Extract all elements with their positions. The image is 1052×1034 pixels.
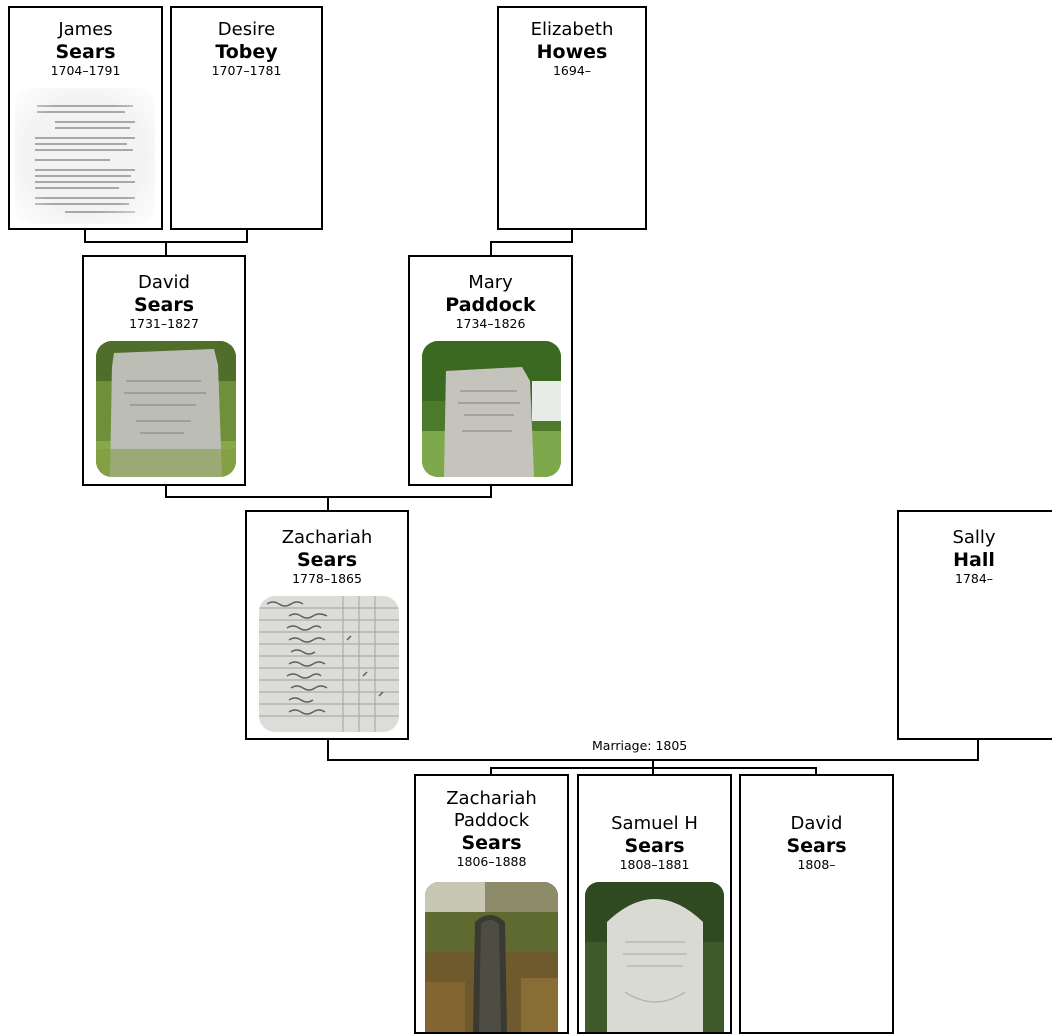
connector-line xyxy=(246,228,248,242)
gravestone-photo[interactable] xyxy=(585,882,724,1032)
life-dates: 1694– xyxy=(552,63,592,78)
connector-line xyxy=(490,241,492,257)
given-name: James xyxy=(58,19,113,40)
life-dates: 1808–1881 xyxy=(619,857,690,872)
connector-line xyxy=(327,496,329,511)
surname: Hall xyxy=(953,549,995,571)
surname: Sears xyxy=(133,294,195,316)
person-card-desire-tobey[interactable]: Desire Tobey 1707–1781 xyxy=(170,6,323,230)
connector-line xyxy=(490,484,492,497)
connector-line xyxy=(490,767,492,775)
given-name-line2: Paddock xyxy=(453,810,530,831)
person-card-zachariah-sears[interactable]: Zachariah Sears 1778–1865 xyxy=(245,510,409,740)
person-card-james-sears[interactable]: James Sears 1704–1791 xyxy=(8,6,163,230)
given-name: Zachariah xyxy=(281,527,373,548)
life-dates: 1704–1791 xyxy=(50,63,121,78)
surname: Sears xyxy=(296,549,358,571)
life-dates: 1808– xyxy=(797,857,836,872)
marriage-label: Marriage: 1805 xyxy=(590,738,690,753)
life-dates: 1806–1888 xyxy=(456,854,527,869)
given-name: Samuel H xyxy=(611,813,698,834)
person-card-sally-hall[interactable]: Sally Hall 1784– xyxy=(897,510,1052,740)
life-dates: 1734–1826 xyxy=(455,316,526,331)
person-card-zachariah-paddock-sears[interactable]: Zachariah Paddock Sears 1806–1888 xyxy=(414,774,569,1034)
gravestone-photo[interactable] xyxy=(422,341,561,477)
surname: Tobey xyxy=(215,41,278,63)
gravestone-photo[interactable] xyxy=(96,341,236,477)
surname: Sears xyxy=(786,835,847,857)
connector-line xyxy=(571,228,573,242)
person-card-elizabeth-howes[interactable]: Elizabeth Howes 1694– xyxy=(497,6,647,230)
given-name: David xyxy=(138,272,190,293)
connector-line xyxy=(652,759,654,768)
life-dates: 1778–1865 xyxy=(292,571,362,586)
surname: Sears xyxy=(624,835,685,857)
document-photo[interactable] xyxy=(15,88,155,224)
life-dates: 1707–1781 xyxy=(211,63,282,78)
surname: Howes xyxy=(536,41,608,63)
connector-line xyxy=(977,738,979,760)
census-record-photo[interactable] xyxy=(259,596,399,732)
person-card-samuel-h-sears[interactable]: Samuel H Sears 1808–1881 xyxy=(577,774,732,1034)
person-card-david-sears-jr[interactable]: David Sears 1808– xyxy=(739,774,894,1034)
connector-line xyxy=(490,241,573,243)
surname: Sears xyxy=(55,41,116,63)
connector-line xyxy=(327,738,329,760)
person-card-david-sears[interactable]: David Sears 1731–1827 xyxy=(82,255,246,486)
given-name-line1: Zachariah xyxy=(446,788,537,809)
person-card-mary-paddock[interactable]: Mary Paddock 1734–1826 xyxy=(408,255,573,486)
connector-line xyxy=(165,241,167,257)
surname: Sears xyxy=(461,832,522,854)
connector-line xyxy=(165,484,167,497)
given-name: Mary xyxy=(468,272,513,293)
life-dates: 1731–1827 xyxy=(129,316,199,331)
connector-line xyxy=(652,767,654,775)
given-name: Sally xyxy=(952,527,996,548)
life-dates: 1784– xyxy=(954,571,994,586)
connector-line xyxy=(84,228,86,242)
cemetery-photo[interactable] xyxy=(425,882,558,1032)
given-name: Elizabeth xyxy=(530,19,614,40)
surname: Paddock xyxy=(445,294,536,316)
given-name: Desire xyxy=(217,19,276,40)
connector-line xyxy=(815,767,817,775)
given-name: David xyxy=(790,813,843,834)
